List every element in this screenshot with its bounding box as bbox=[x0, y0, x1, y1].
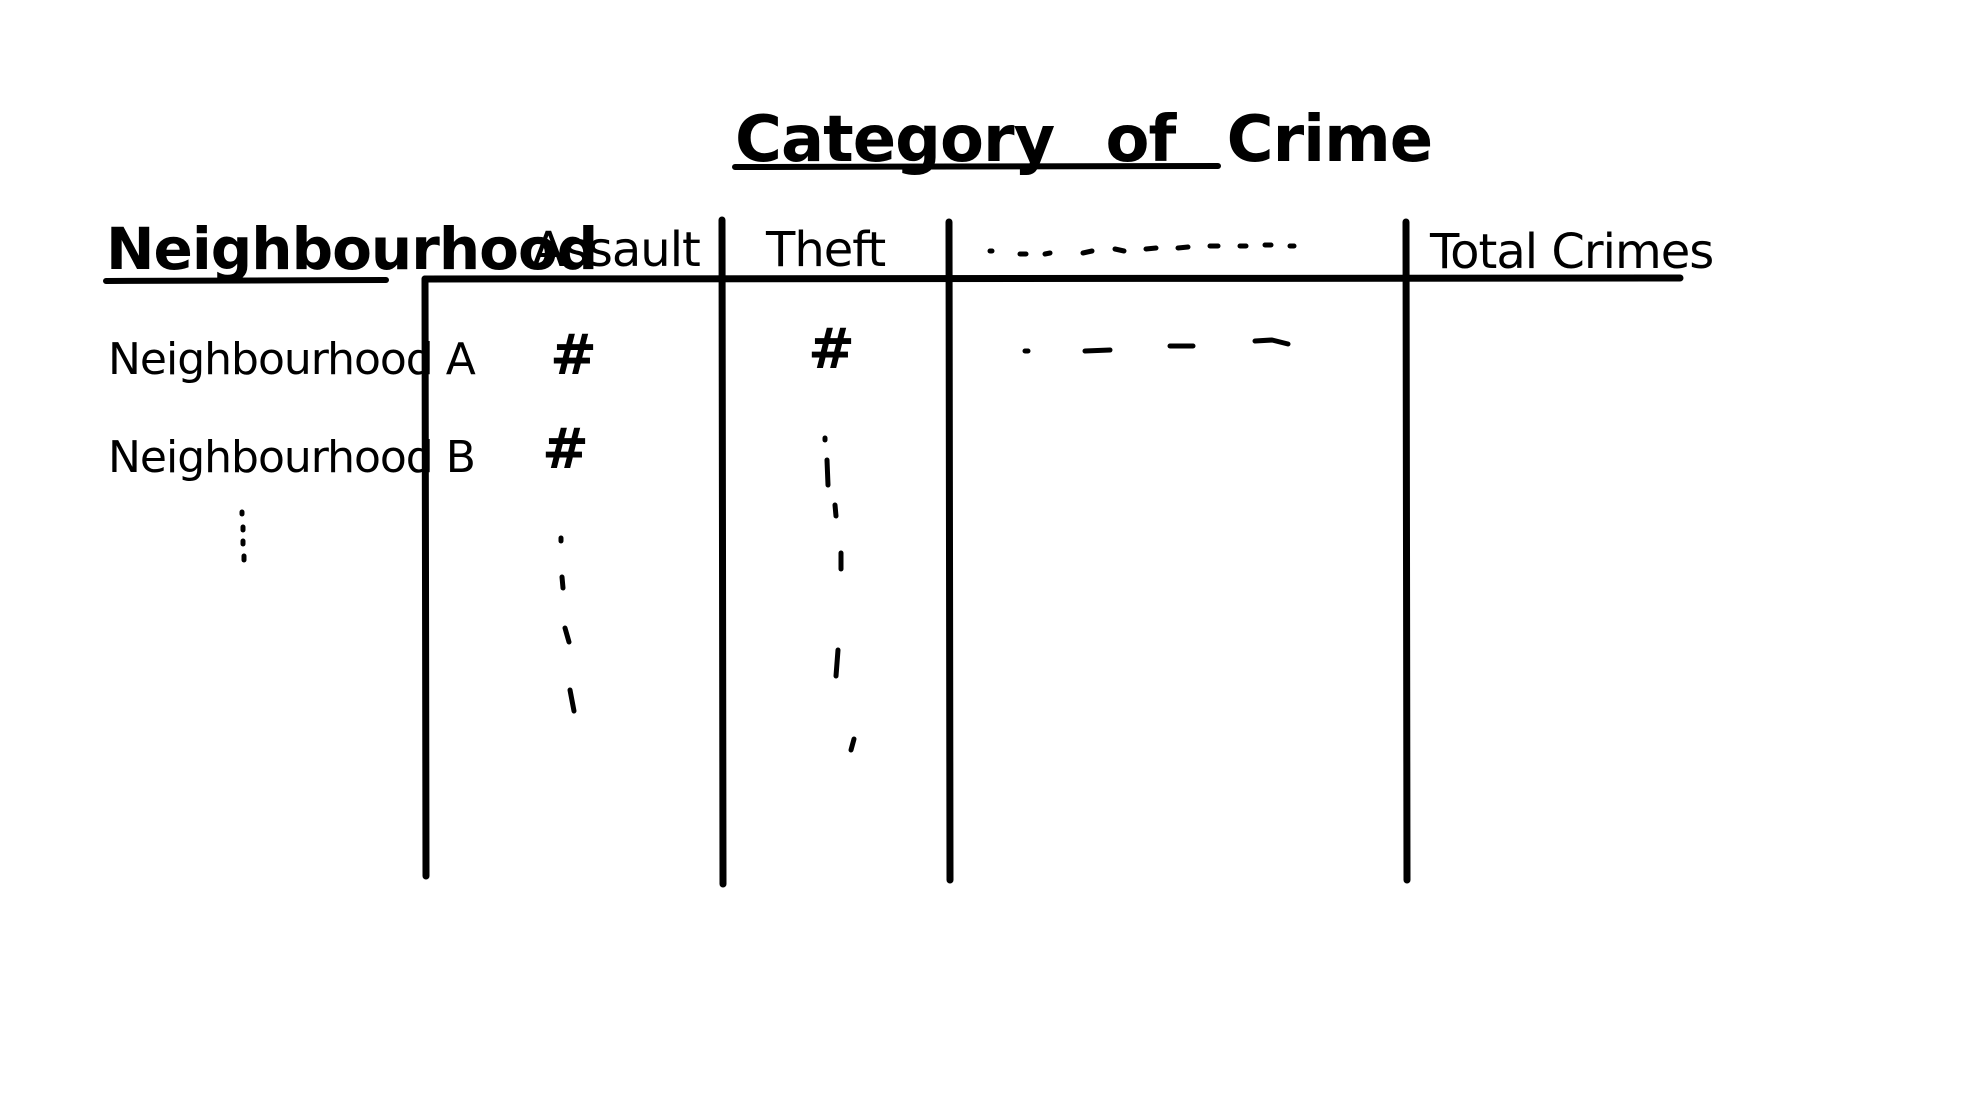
column-divider-3 bbox=[945, 218, 954, 884]
cell-a-assault: # bbox=[550, 323, 597, 388]
title-underline bbox=[732, 163, 1221, 170]
row-label-neighbourhood-a: Neighbourhood A bbox=[108, 334, 476, 385]
row-label-vertical-ellipsis bbox=[239, 509, 247, 563]
column-divider-1 bbox=[421, 275, 430, 880]
column-header-theft: Theft bbox=[766, 222, 886, 278]
column-divider-4 bbox=[1402, 218, 1411, 884]
cell-b-assault: # bbox=[542, 417, 589, 482]
row-header-underline bbox=[103, 277, 389, 284]
diagram-title: Category of Crime bbox=[735, 103, 1433, 177]
header-rule bbox=[421, 274, 1684, 283]
row-a-ellipsis bbox=[1022, 337, 1291, 354]
cell-a-theft: # bbox=[808, 317, 855, 382]
column-header-assault: Assault bbox=[532, 222, 701, 278]
theft-vertical-ellipsis bbox=[822, 435, 857, 753]
column-header-total-crimes: Total Crimes bbox=[1430, 224, 1714, 280]
row-label-neighbourhood-b: Neighbourhood B bbox=[108, 432, 476, 483]
header-ellipsis bbox=[987, 242, 1297, 257]
row-header-neighbourhood: Neighbourhood bbox=[106, 215, 598, 283]
assault-vertical-ellipsis bbox=[558, 535, 577, 714]
column-divider-2 bbox=[718, 216, 727, 888]
